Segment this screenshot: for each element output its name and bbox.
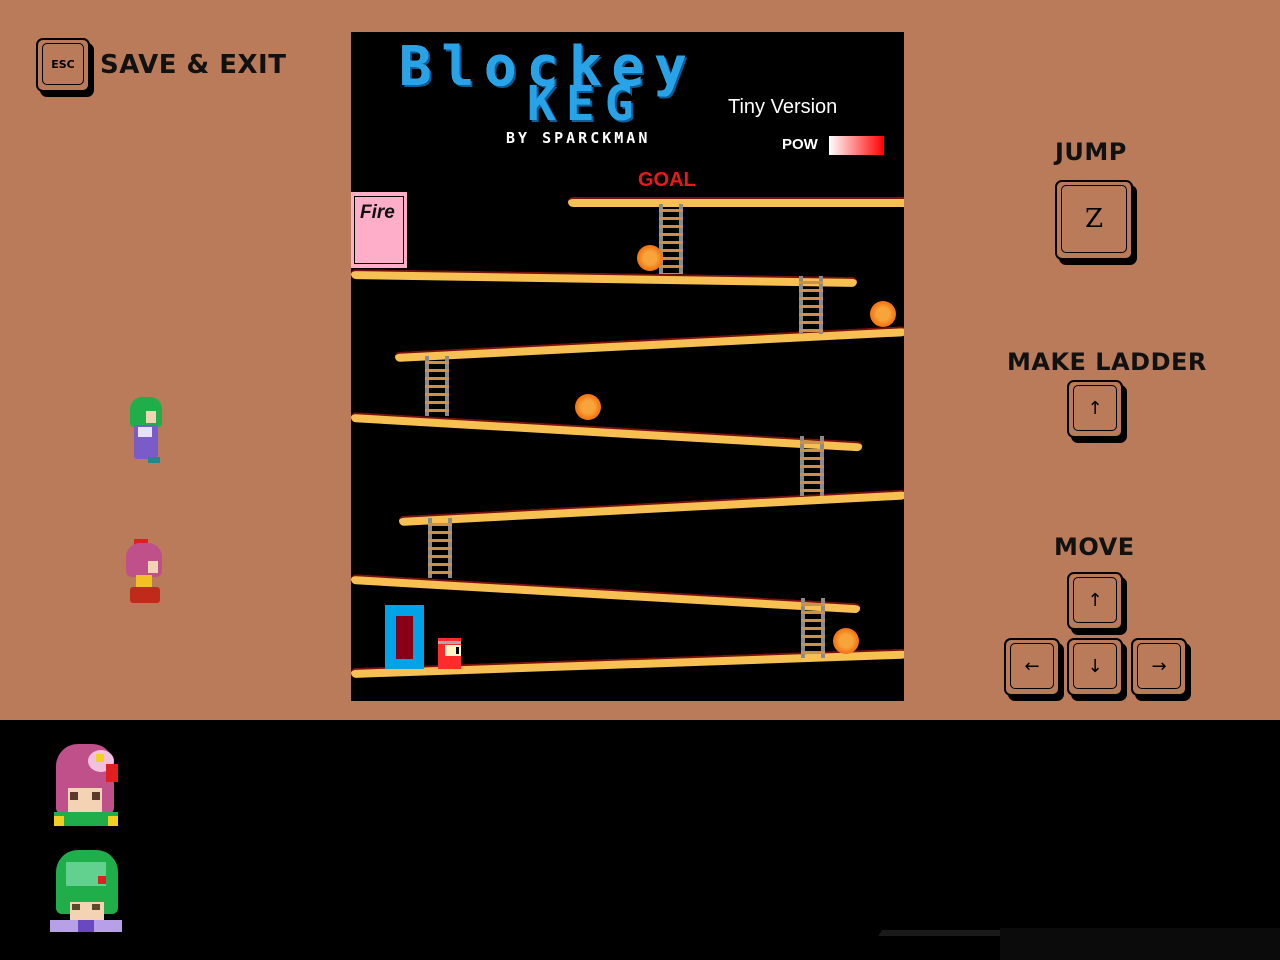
- up-arrow-icon: ↑: [1073, 385, 1117, 431]
- bottom-shadow-artifact: [878, 930, 1012, 936]
- move-down-key-button[interactable]: ↓: [1067, 638, 1123, 696]
- pow-meter: [829, 136, 884, 155]
- down-arrow-icon: ↓: [1073, 643, 1117, 689]
- right-arrow-icon: →: [1137, 643, 1181, 689]
- pow-label: POW: [782, 136, 818, 153]
- z-key-button[interactable]: Z: [1055, 180, 1133, 260]
- fireball-barrel: [637, 245, 663, 271]
- green-haired-character-sprite: [128, 397, 164, 465]
- ladder: [800, 436, 824, 496]
- platform-1: [351, 269, 858, 287]
- pink-haired-character-portrait[interactable]: [48, 744, 124, 826]
- exit-door: [385, 605, 424, 669]
- fireball-barrel: [575, 394, 601, 420]
- save-exit-label[interactable]: SAVE & EXIT: [100, 50, 287, 80]
- jump-label: JUMP: [1055, 138, 1127, 166]
- esc-key-button[interactable]: ESC: [36, 38, 90, 92]
- player-keg: [438, 638, 461, 669]
- platform-4: [398, 489, 904, 526]
- move-up-key-button[interactable]: ↑: [1067, 572, 1123, 630]
- ladder: [799, 276, 823, 334]
- game-viewport[interactable]: Blockey KEG Tiny Version BY SPARCKMAN PO…: [351, 32, 904, 701]
- left-arrow-icon: ←: [1010, 643, 1054, 689]
- bottom-shadow-artifact: [1000, 928, 1280, 960]
- fire-label: Fire: [360, 202, 395, 223]
- game-title-blockey: Blockey: [399, 35, 697, 98]
- up-arrow-icon: ↑: [1073, 577, 1117, 623]
- platform-2: [394, 326, 904, 362]
- party-bar: [0, 720, 1280, 960]
- fire-box: Fire: [351, 192, 407, 268]
- ladder: [659, 204, 683, 274]
- pink-haired-character-sprite: [126, 539, 166, 607]
- fireball-barrel: [870, 301, 896, 327]
- move-left-key-button[interactable]: ←: [1004, 638, 1060, 696]
- make-ladder-up-key-button[interactable]: ↑: [1067, 380, 1123, 438]
- game-title-keg: KEG: [527, 76, 644, 132]
- platform-5: [351, 574, 861, 614]
- green-haired-character-portrait[interactable]: [48, 850, 124, 932]
- move-label: MOVE: [1054, 533, 1135, 561]
- game-subtitle: Tiny Version: [728, 96, 838, 118]
- platform-3: [351, 412, 863, 452]
- ladder: [428, 518, 452, 578]
- make-ladder-label: MAKE LADDER: [1007, 348, 1207, 376]
- ladder: [425, 356, 449, 416]
- move-right-key-button[interactable]: →: [1131, 638, 1187, 696]
- z-key-label: Z: [1061, 185, 1127, 253]
- ladder: [801, 598, 825, 658]
- fireball-barrel: [833, 628, 859, 654]
- game-byline: BY SPARCKMAN: [506, 129, 651, 147]
- platform-goal: [568, 197, 904, 207]
- goal-label: GOAL: [638, 169, 696, 191]
- esc-key-label: ESC: [42, 43, 84, 85]
